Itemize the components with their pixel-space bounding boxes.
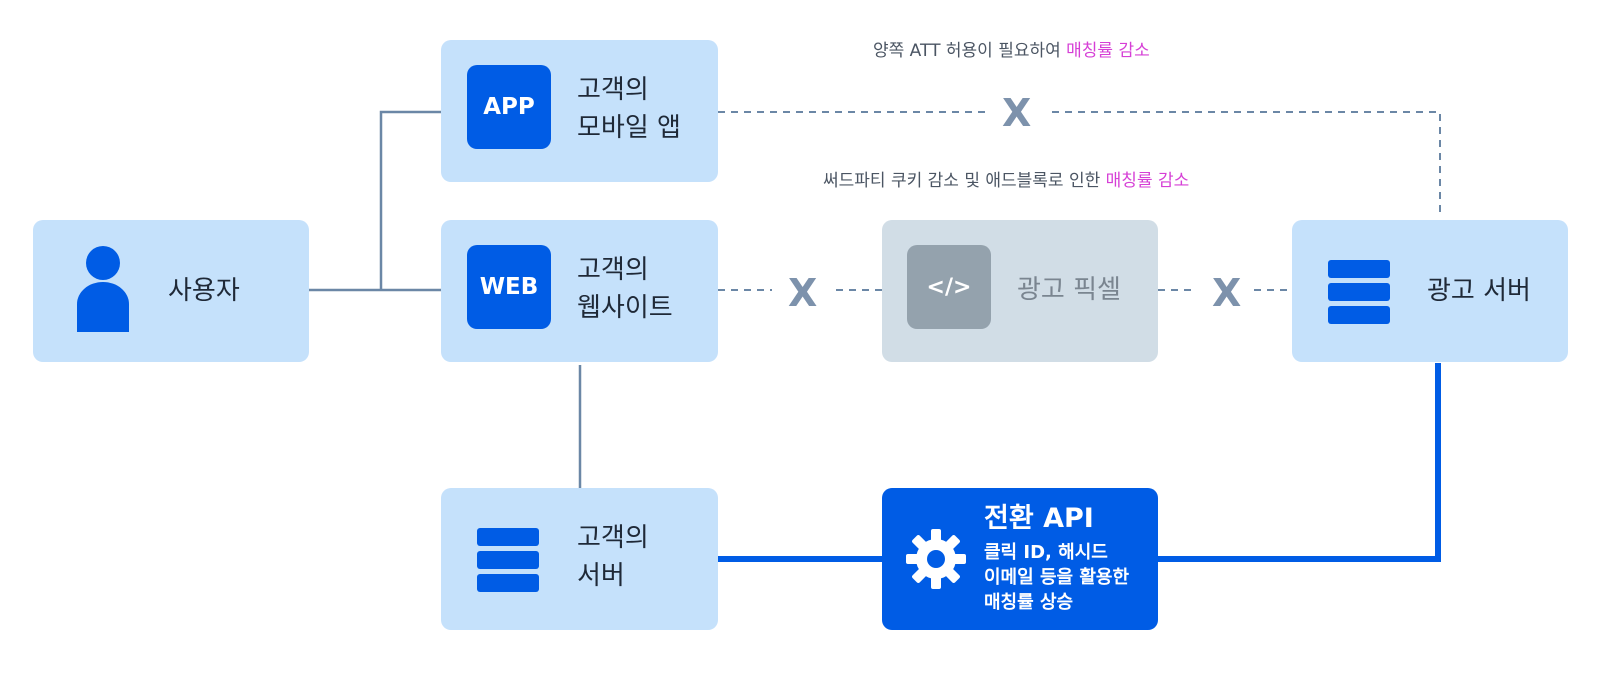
web-label-2: 웹사이트 [577, 293, 673, 323]
web-label-1: 고객의 [577, 255, 649, 285]
node-user: 사용자 [33, 220, 309, 362]
user-label: 사용자 [168, 276, 240, 306]
web-badge: WEB [467, 245, 551, 329]
customer-server-label-1: 고객의 [577, 523, 649, 553]
app-label-1: 고객의 [577, 75, 649, 105]
app-badge: APP [467, 65, 551, 149]
node-pixel: </> 광고 픽셀 [882, 220, 1158, 362]
customer-server-label-2: 서버 [577, 561, 625, 591]
api-title: 전환 API [984, 503, 1094, 534]
connector-user-app [379, 110, 441, 290]
code-icon: </> [907, 245, 991, 329]
node-web: WEB 고객의 웹사이트 [441, 220, 718, 362]
connector-api-adserver [1158, 363, 1441, 562]
ad-server-label: 광고 서버 [1427, 276, 1531, 306]
person-icon [77, 246, 129, 332]
connector-app-adserver-dashed [718, 111, 1441, 218]
pixel-label: 광고 픽셀 [1017, 275, 1121, 305]
x-mark-web: X [788, 271, 818, 315]
node-app: APP 고객의 모바일 앱 [441, 40, 718, 182]
node-ad-server: 광고 서버 [1292, 220, 1568, 362]
note-cookie: 써드파티 쿠키 감소 및 애드블록로 인한 매칭률 감소 [823, 171, 1190, 191]
node-customer-server: 고객의 서버 [441, 488, 718, 630]
x-mark-app: X [1002, 91, 1032, 135]
gear-icon [906, 529, 966, 589]
server-stack-icon [477, 528, 539, 594]
api-description: 클릭 ID, 해시드 이메일 등을 활용한 매칭률 상승 [984, 542, 1130, 613]
app-label-2: 모바일 앱 [577, 113, 681, 143]
x-mark-pixel: X [1212, 271, 1242, 315]
node-conversion-api: 전환 API 클릭 ID, 해시드 이메일 등을 활용한 매칭률 상승 [882, 488, 1158, 630]
server-stack-icon [1328, 260, 1390, 326]
note-att: 양쪽 ATT 허용이 필요하여 매칭률 감소 [873, 41, 1150, 61]
